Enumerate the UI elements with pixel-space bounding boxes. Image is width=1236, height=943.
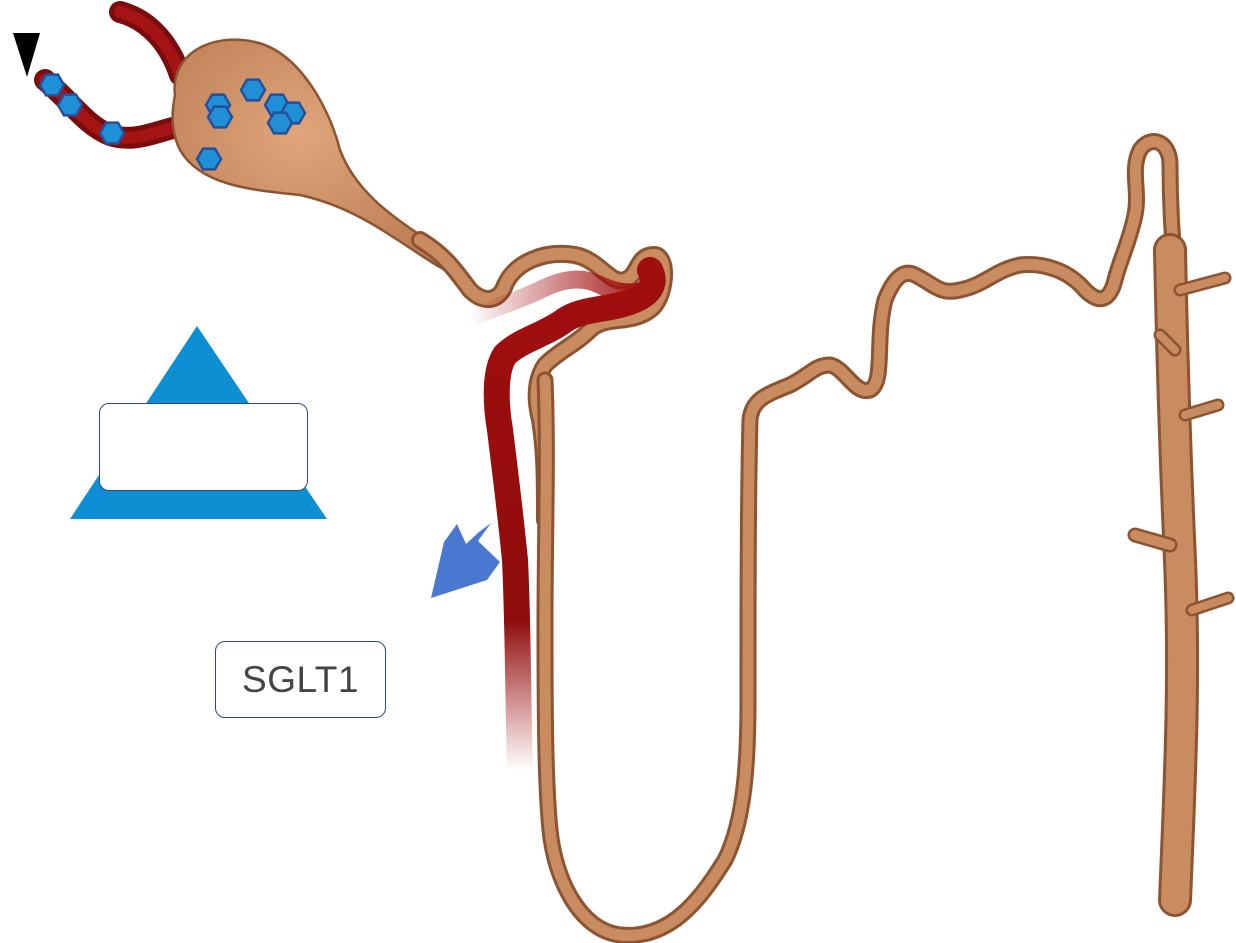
black-triangle-icon bbox=[13, 33, 40, 77]
glucose-hexagon-icon bbox=[100, 123, 124, 144]
glucose-hexagon-icon bbox=[197, 149, 221, 170]
collecting-duct bbox=[1135, 250, 1228, 900]
block-arrow-icon bbox=[431, 523, 500, 598]
glucose-hexagon-icon bbox=[241, 80, 265, 101]
glucose-hexagon-icon bbox=[208, 107, 232, 128]
afferent-arteriole bbox=[120, 12, 180, 75]
glucose-hexagon-icon bbox=[268, 113, 292, 134]
sglt2-inhibitor-label: SGLT2 inhibitor bbox=[120, 420, 270, 478]
sglt1-label: SGLT1 bbox=[215, 641, 386, 718]
sglt2-label-line1: SGLT2 bbox=[120, 420, 270, 449]
glucose-hexagon-icon bbox=[40, 75, 64, 96]
glucose-hexagon-icon bbox=[58, 95, 82, 116]
sglt2-label-line2: inhibitor bbox=[120, 449, 270, 478]
